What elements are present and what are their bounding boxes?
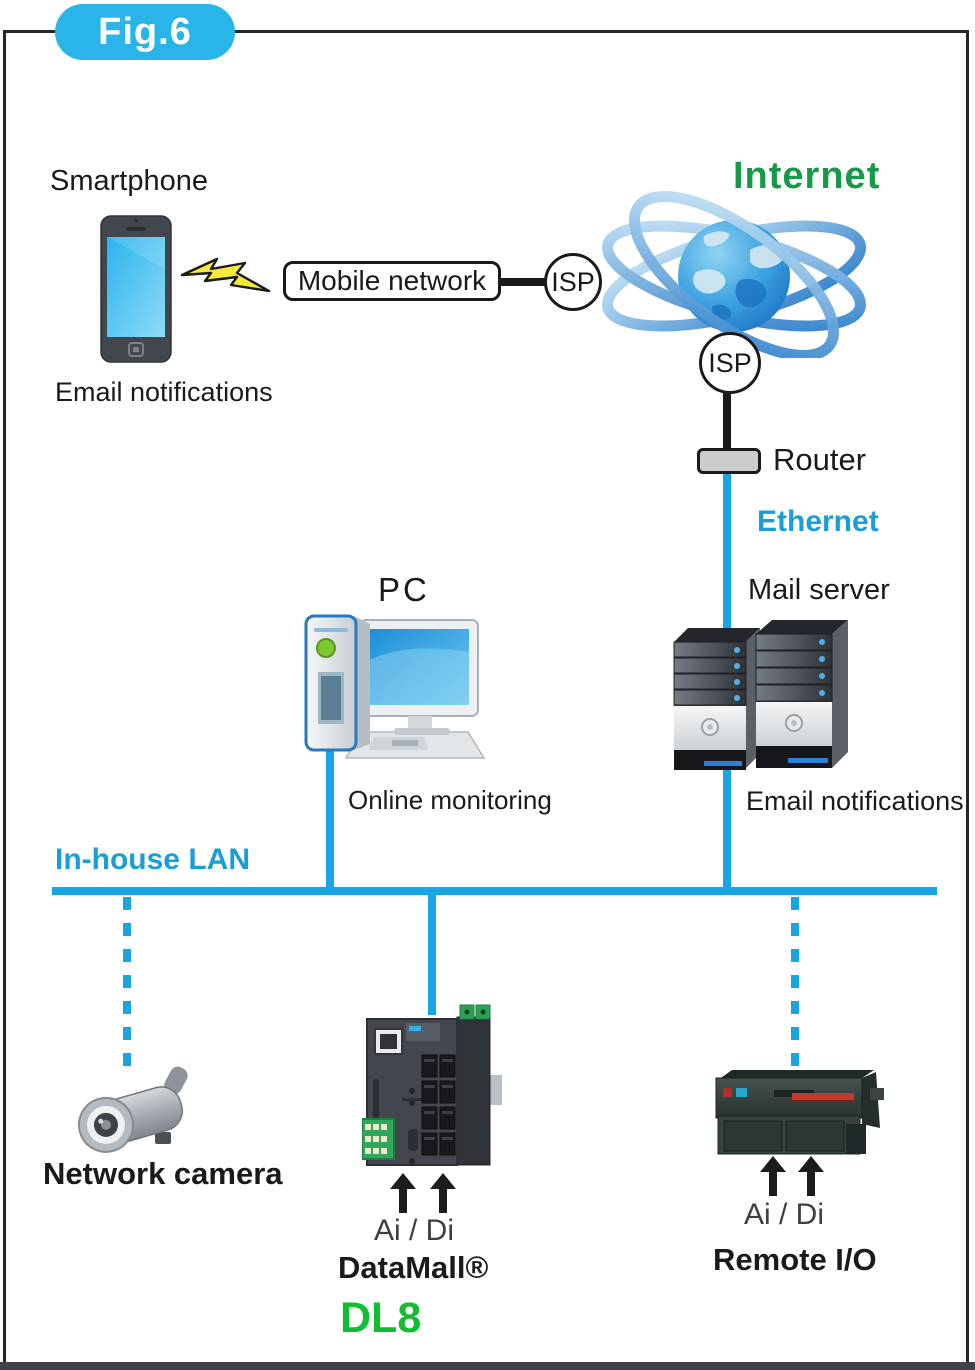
router-label: Router	[773, 442, 867, 477]
link-isp-router	[723, 390, 731, 450]
internet-globe-icon	[600, 188, 872, 358]
smartphone-note: Email notifications	[55, 377, 273, 407]
bottom-border-band	[0, 1362, 975, 1370]
lan-bus-line	[52, 887, 937, 895]
pc-icon	[296, 610, 486, 762]
remote-io-io-label: Ai / Di	[744, 1198, 825, 1231]
link-mobilenetwork-isp	[499, 278, 546, 286]
up-arrow-icon	[390, 1173, 416, 1213]
isp-left-label: ISP	[551, 266, 595, 297]
network-camera-icon	[75, 1058, 195, 1154]
link-lan-dl8	[428, 893, 436, 1015]
isp-bottom-label: ISP	[708, 347, 752, 378]
smartphone-icon	[100, 215, 172, 363]
dl8-brand-label: DataMall®	[338, 1250, 489, 1285]
isp-left-node: ISP	[544, 253, 602, 311]
up-arrow-icon	[760, 1156, 786, 1196]
figure-number-badge: Fig.6	[55, 4, 235, 60]
link-lan-camera-dashed	[123, 897, 131, 1077]
smartphone-label: Smartphone	[50, 165, 208, 197]
ethernet-label: Ethernet	[757, 505, 879, 538]
lightning-icon	[180, 256, 272, 302]
remote-io-label: Remote I/O	[713, 1242, 877, 1277]
mobile-network-label: Mobile network	[297, 265, 487, 296]
remote-io-device-icon	[710, 1066, 890, 1161]
pc-label: PC	[378, 571, 430, 608]
figure-number-label: Fig.6	[98, 10, 192, 53]
network-camera-label: Network camera	[43, 1156, 283, 1191]
link-lan-remoteio-dashed	[791, 897, 799, 1072]
dl8-device-icon	[362, 1003, 502, 1171]
mobile-network-node: Mobile network	[283, 261, 501, 301]
mail-server-icon	[672, 616, 854, 774]
dl8-model-label: DL8	[340, 1294, 422, 1342]
up-arrow-icon	[798, 1156, 824, 1196]
mail-server-note: Email notifications	[746, 786, 964, 816]
internet-label: Internet	[733, 155, 881, 197]
dl8-io-label: Ai / Di	[374, 1214, 455, 1247]
up-arrow-icon	[430, 1173, 456, 1213]
pc-note: Online monitoring	[348, 785, 552, 815]
isp-bottom-node: ISP	[699, 332, 761, 394]
router-icon	[697, 448, 761, 474]
link-pc-lan	[326, 750, 334, 890]
lan-label: In-house LAN	[55, 843, 250, 876]
mail-server-label: Mail server	[748, 574, 890, 606]
